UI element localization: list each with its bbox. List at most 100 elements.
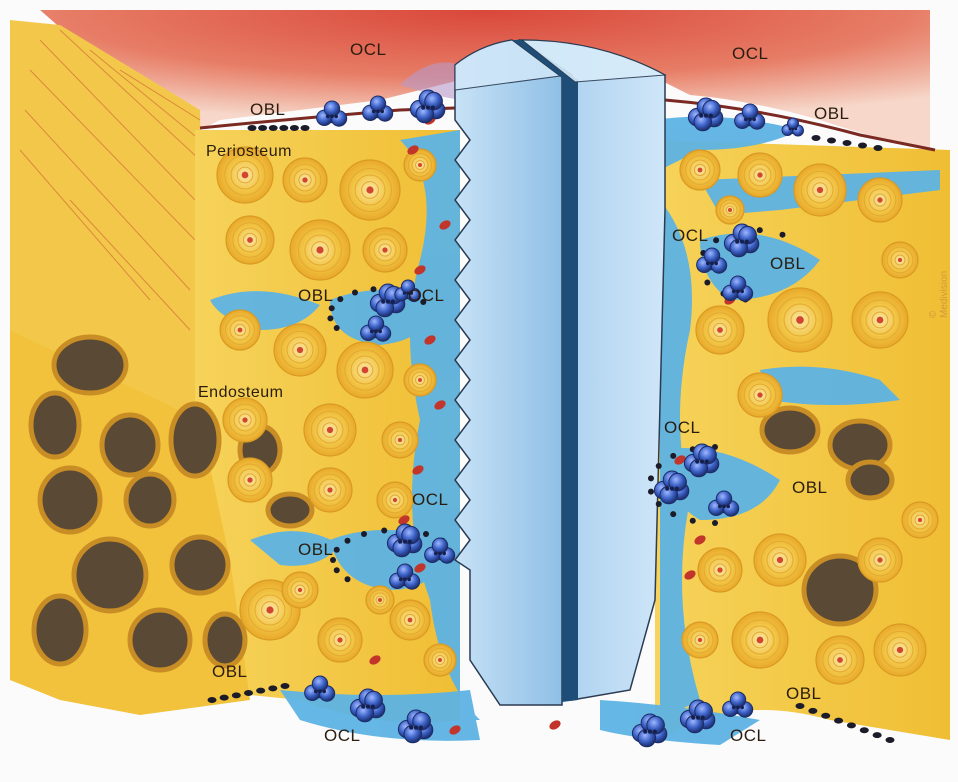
osteoblast xyxy=(874,145,883,151)
osteoblast xyxy=(208,697,217,703)
illustrator-credit: © Medivision xyxy=(928,271,950,318)
osteoblast xyxy=(345,576,351,582)
osteon xyxy=(794,164,846,216)
osteoblast xyxy=(370,286,376,292)
osteoblast xyxy=(334,567,340,573)
haversian-canal xyxy=(717,327,723,333)
osteon xyxy=(404,364,436,396)
osteoblast xyxy=(281,683,290,689)
osteoblast xyxy=(704,280,710,286)
osteon xyxy=(738,153,782,197)
label-obl-mid-left: OBL xyxy=(298,286,334,306)
osteon xyxy=(223,398,267,442)
haversian-canal xyxy=(698,638,702,642)
osteoblast xyxy=(713,237,719,243)
label-obl-top-right: OBL xyxy=(814,104,850,124)
haversian-canal xyxy=(398,438,402,442)
osteoblast xyxy=(757,227,763,233)
osteoblast xyxy=(423,531,429,537)
osteoblast xyxy=(670,511,676,517)
osteon xyxy=(696,306,744,354)
osteoblast xyxy=(670,453,676,459)
label-ocl-mid-left: OCL xyxy=(408,286,444,306)
osteon xyxy=(366,586,394,614)
osteoblast xyxy=(244,690,253,696)
haversian-canal xyxy=(242,417,247,422)
osteon xyxy=(882,242,918,278)
osteoblast xyxy=(656,463,662,469)
haversian-canal xyxy=(242,172,249,179)
osteon xyxy=(308,468,352,512)
osteon xyxy=(304,404,356,456)
osteoblast xyxy=(873,732,882,738)
haversian-canal xyxy=(247,477,252,482)
osteoblast xyxy=(334,547,340,553)
osteon xyxy=(768,288,832,352)
label-periosteum: Periosteum xyxy=(206,143,292,161)
haversian-canal xyxy=(408,618,413,623)
haversian-canal xyxy=(316,246,323,253)
osteon xyxy=(754,534,806,586)
osteoblast xyxy=(268,685,277,691)
osteon xyxy=(732,612,788,668)
osteoblast xyxy=(886,737,895,743)
haversian-canal xyxy=(877,197,882,202)
label-ocl-top-left: OCL xyxy=(350,40,386,60)
osteoblast xyxy=(690,518,696,524)
haversian-canal xyxy=(418,163,422,167)
osteoblast xyxy=(648,489,654,495)
osteon xyxy=(698,548,742,592)
haversian-canal xyxy=(247,237,253,243)
haversian-canal xyxy=(393,498,397,502)
osteoblast xyxy=(712,520,718,526)
osteoblast xyxy=(256,688,265,694)
osteon xyxy=(424,644,456,676)
osteoblast xyxy=(361,531,367,537)
osteoblast xyxy=(290,125,299,131)
osteon xyxy=(716,196,744,224)
osteoblast xyxy=(648,475,654,481)
label-ocl-mid-right: OCL xyxy=(672,226,708,246)
osteon xyxy=(363,228,407,272)
osteon xyxy=(228,458,272,502)
haversian-canal xyxy=(266,606,273,613)
osteoblast xyxy=(827,138,836,144)
haversian-canal xyxy=(796,316,804,324)
osteon xyxy=(852,292,908,348)
dental-implant xyxy=(455,40,665,705)
osteon xyxy=(738,373,782,417)
haversian-canal xyxy=(327,427,333,433)
osteoblast xyxy=(780,232,786,238)
label-obl-top-left: OBL xyxy=(250,100,286,120)
osteon xyxy=(337,342,393,398)
osteon xyxy=(318,618,362,662)
osteon xyxy=(220,310,260,350)
osteon xyxy=(290,220,350,280)
osteoblast xyxy=(843,140,852,146)
osteon xyxy=(274,324,326,376)
osteoblast xyxy=(337,296,343,302)
osteon xyxy=(682,622,718,658)
osteon xyxy=(390,600,430,640)
label-ocl-bottom-left: OCL xyxy=(324,726,360,746)
haversian-canal xyxy=(337,637,342,642)
label-ocl-top-right: OCL xyxy=(732,44,768,64)
haversian-canal xyxy=(362,367,369,374)
osteoblast xyxy=(808,708,817,714)
label-obl-bottom-right: OBL xyxy=(786,684,822,704)
label-ocl-lower-left: OCL xyxy=(412,490,448,510)
osteon xyxy=(874,624,926,676)
haversian-canal xyxy=(877,317,884,324)
osteoblast xyxy=(345,538,351,544)
haversian-canal xyxy=(837,657,843,663)
haversian-canal xyxy=(382,247,387,252)
osteoblast xyxy=(858,143,867,149)
osteon xyxy=(283,158,327,202)
osteoblast xyxy=(301,125,310,131)
haversian-canal xyxy=(777,557,783,563)
label-obl-mid-right: OBL xyxy=(770,254,806,274)
osteoblast xyxy=(258,125,267,131)
haversian-canal xyxy=(378,598,382,602)
osteoblast xyxy=(812,135,821,141)
label-obl-bottom-left: OBL xyxy=(212,662,248,682)
